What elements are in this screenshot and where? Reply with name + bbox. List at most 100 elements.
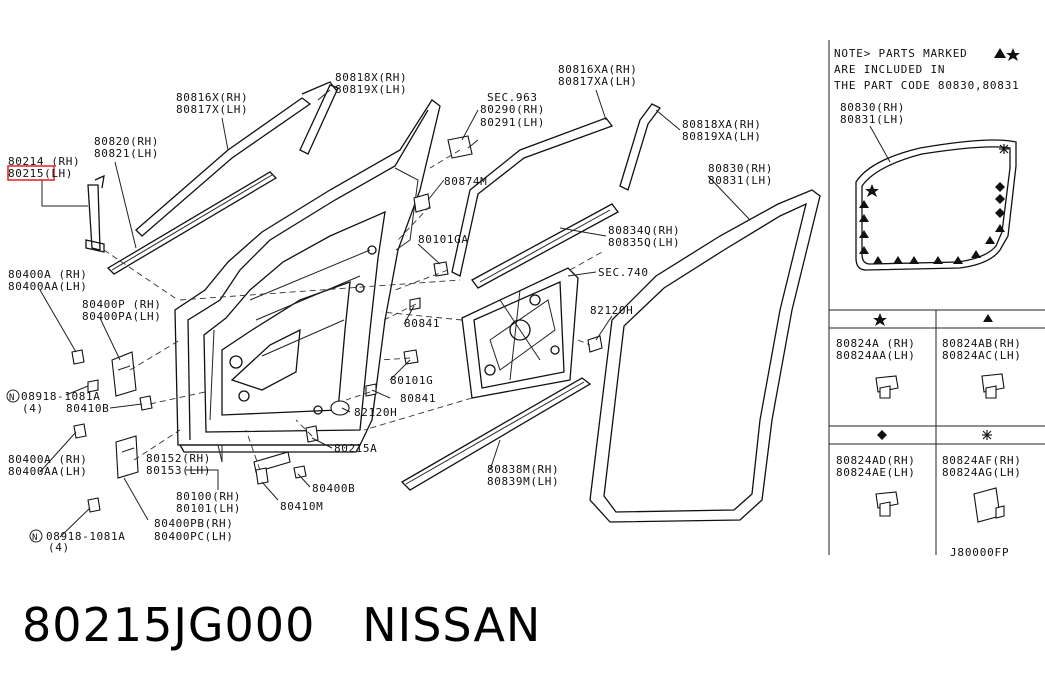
- plug-82120h: [330, 400, 350, 416]
- triangle-header: [983, 314, 993, 322]
- label-80819x: 80819X(LH): [335, 83, 407, 96]
- label-80400a-2: 80400A (RH): [8, 453, 87, 466]
- note-line-3: THE PART CODE 80830,80831: [834, 79, 1020, 92]
- label-80821: 80821(LH): [94, 147, 159, 160]
- highlight-box: [7, 165, 55, 181]
- label-80101g: 80101G: [390, 374, 433, 387]
- n-mark-2: N: [32, 533, 38, 543]
- label-80410m: 80410M: [280, 500, 323, 513]
- part-number-footer: 80215JG000 NISSAN: [22, 598, 542, 652]
- label-80290: 80290(RH): [480, 103, 545, 116]
- front-glass-run: [299, 84, 339, 155]
- n-circle-1: [6, 389, 20, 403]
- label-sec740: SEC.740: [598, 266, 649, 279]
- label-80874m: 80874M: [444, 175, 487, 188]
- seal-rh: 80830(RH): [840, 101, 905, 114]
- clip-4-lh: 80824AG(LH): [942, 466, 1021, 479]
- outer-belt-molding: [106, 171, 278, 275]
- label-80835q: 80835Q(LH): [608, 236, 680, 249]
- label-80834q: 80834Q(RH): [608, 224, 680, 237]
- label-80400b: 80400B: [312, 482, 355, 495]
- clip-3-lh: 80824AE(LH): [836, 466, 915, 479]
- door-weatherstrip: [589, 189, 821, 523]
- n-circle-2: [29, 529, 43, 543]
- rear-sash-channel: [85, 174, 105, 253]
- label-80820: 80820(RH): [94, 135, 159, 148]
- label-80215: 80215(LH): [8, 167, 73, 180]
- clip-80101ga: [433, 261, 449, 277]
- star-header: [873, 313, 887, 326]
- label-80400aa-1: 80400AA(LH): [8, 280, 87, 293]
- label-80400aa-2: 80400AA(LH): [8, 465, 87, 478]
- label-08918-2-qty: (4): [48, 541, 70, 554]
- label-08918-1-qty: (4): [22, 402, 44, 415]
- clip-1-lh: 80824AA(LH): [836, 349, 915, 362]
- seal-lh: 80831(LH): [840, 113, 905, 126]
- diamond-header: [877, 430, 887, 440]
- label-80830: 80830(RH): [708, 162, 773, 175]
- label-80101: 80101(LH): [176, 502, 241, 515]
- label-80816x: 80816X(RH): [176, 91, 248, 104]
- clip-80215a: [305, 425, 319, 443]
- label-sec963: SEC.963: [487, 91, 538, 104]
- lower-sill-molding: [400, 377, 592, 491]
- clip-1-drawing: [875, 375, 899, 399]
- clip-3-rh: 80824AD(RH): [836, 454, 915, 467]
- label-80400pb: 80400PB(RH): [154, 517, 233, 530]
- trim-clip-1: [587, 335, 603, 353]
- label-80400p: 80400P (RH): [82, 298, 161, 311]
- bolts: [71, 349, 307, 513]
- note-marks: [994, 48, 1020, 61]
- leader-lines: [39, 89, 751, 538]
- upper-hinge: [111, 351, 137, 397]
- part-labels: 80214 (RH) 80215(LH) 80820(RH) 80821(LH)…: [6, 63, 773, 554]
- rear-outside-molding: [619, 103, 661, 191]
- label-80400pa: 80400PA(LH): [82, 310, 161, 323]
- clip-1-rh: 80824A (RH): [836, 337, 915, 350]
- label-80816xa: 80816XA(RH): [558, 63, 637, 76]
- label-08918-1: 08918-1081A: [21, 390, 100, 403]
- label-80818x: 80818X(RH): [335, 71, 407, 84]
- clip-80874m: [413, 193, 431, 213]
- clip-sec963: [447, 135, 473, 159]
- parts-diagram: 80214 (RH) 80215(LH) 80820(RH) 80821(LH)…: [6, 40, 1045, 559]
- clip-3-drawing: [875, 491, 899, 517]
- label-80214: 80214 (RH): [8, 155, 80, 168]
- window-regulator: [461, 267, 579, 399]
- clip-2-lh: 80824AC(LH): [942, 349, 1021, 362]
- clip-4-drawing: [973, 487, 1005, 523]
- label-80153: 80153(LH): [146, 464, 211, 477]
- clip-4-rh: 80824AF(RH): [942, 454, 1021, 467]
- label-80841-b: 80841: [400, 392, 436, 405]
- label-80400pc: 80400PC(LH): [154, 530, 233, 543]
- note-panel: NOTE> PARTS MARKED ARE INCLUDED IN THE P…: [828, 40, 1045, 559]
- label-80215a: 80215A: [334, 442, 377, 455]
- ref-code: J80000FP: [950, 546, 1009, 559]
- label-80817xa: 80817XA(LH): [558, 75, 637, 88]
- seal-clip-marks: [859, 144, 1009, 264]
- clip-80841-b: [365, 383, 377, 397]
- clip-80101g: [403, 349, 419, 365]
- note-line-2: ARE INCLUDED IN: [834, 63, 945, 76]
- label-80817x: 80817X(LH): [176, 103, 248, 116]
- spark-mark-seal: [999, 144, 1009, 154]
- note-line-1: NOTE> PARTS MARKED: [834, 47, 968, 60]
- label-82120h-a: 82120H: [590, 304, 633, 317]
- door-check-link: [253, 451, 291, 485]
- label-80831: 80831(LH): [708, 174, 773, 187]
- seal-outline: [855, 139, 1017, 271]
- spark-header: [982, 430, 992, 440]
- label-80818xa: 80818XA(RH): [682, 118, 761, 131]
- label-82120h-b: 82120H: [354, 406, 397, 419]
- label-80291: 80291(LH): [480, 116, 545, 129]
- label-80819xa: 80819XA(LH): [682, 130, 761, 143]
- label-80100: 80100(RH): [176, 490, 241, 503]
- door-shell: [174, 99, 441, 453]
- label-08918-2: 08918-1081A: [46, 530, 125, 543]
- rear-glass-run: [451, 117, 614, 277]
- label-80101ga: 80101GA: [418, 233, 469, 246]
- n-mark-1: N: [9, 393, 15, 403]
- label-80410b: 80410B: [66, 402, 109, 415]
- label-80838m: 80838M(RH): [487, 463, 559, 476]
- label-80400a-1: 80400A (RH): [8, 268, 87, 281]
